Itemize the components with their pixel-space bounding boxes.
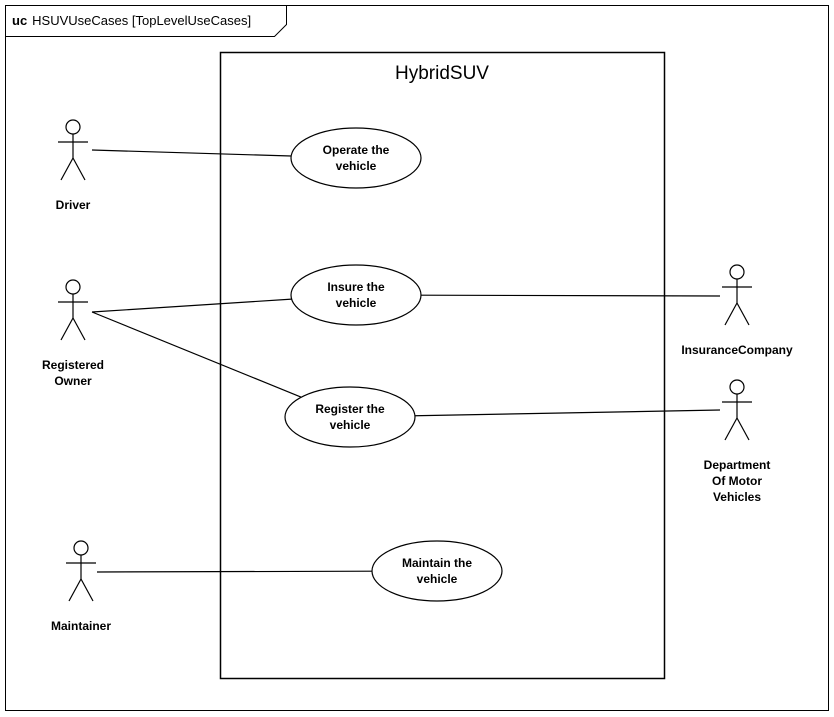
association-dmv-register bbox=[414, 409, 721, 417]
actor-stick-figure-icon bbox=[66, 540, 96, 602]
association-insurance-company-insure bbox=[420, 294, 721, 297]
actor-label: Maintainer bbox=[51, 619, 111, 633]
association-registered-owner-insure bbox=[91, 298, 292, 313]
use-case-ellipse bbox=[284, 386, 416, 448]
use-case-ellipse bbox=[290, 127, 422, 189]
use-case-label-line: vehicle bbox=[336, 296, 377, 310]
frame-header-tab bbox=[5, 5, 287, 37]
association-registered-owner-register bbox=[91, 311, 302, 398]
actor-stick-figure-icon bbox=[722, 379, 752, 441]
system-boundary bbox=[219, 51, 666, 680]
frame-kind: uc bbox=[12, 13, 27, 28]
use-case-label: Insure the vehicle bbox=[327, 280, 385, 310]
use-case-register[interactable]: Register the vehicle bbox=[284, 386, 416, 448]
actor-label-line: Vehicles bbox=[713, 490, 761, 504]
association-maintainer-maintain bbox=[96, 570, 373, 573]
system-title: HybridSUV bbox=[395, 63, 489, 84]
actor-label-line: Maintainer bbox=[51, 619, 111, 633]
use-case-operate[interactable]: Operate the vehicle bbox=[290, 127, 422, 189]
actor-insurance-company[interactable]: InsuranceCompany bbox=[681, 264, 793, 357]
association-driver-operate bbox=[91, 149, 292, 157]
actor-driver[interactable]: Driver bbox=[56, 119, 91, 212]
actor-stick-figure-icon bbox=[58, 119, 88, 181]
actor-stick-figure-icon bbox=[58, 279, 88, 341]
use-case-label-line: vehicle bbox=[330, 418, 371, 432]
use-case-label-line: Register the bbox=[315, 402, 385, 416]
actor-label-line: Registered bbox=[42, 358, 104, 372]
actor-label-line: Department bbox=[704, 458, 771, 472]
actor-maintainer[interactable]: Maintainer bbox=[51, 540, 111, 633]
actor-label-line: InsuranceCompany bbox=[681, 343, 793, 357]
actor-label-line: Driver bbox=[56, 198, 91, 212]
use-case-label-line: Maintain the bbox=[402, 556, 472, 570]
diagram-frame bbox=[5, 5, 829, 711]
use-case-label-line: Operate the bbox=[323, 143, 390, 157]
association-layer bbox=[91, 149, 721, 573]
use-case-label-line: vehicle bbox=[417, 572, 458, 586]
use-case-label: Maintain the vehicle bbox=[402, 556, 472, 586]
use-case-maintain[interactable]: Maintain the vehicle bbox=[371, 540, 503, 602]
use-case-insure[interactable]: Insure the vehicle bbox=[290, 264, 422, 326]
use-case-label: Register the vehicle bbox=[315, 402, 385, 432]
use-case-label-line: vehicle bbox=[336, 159, 377, 173]
use-case-ellipse bbox=[371, 540, 503, 602]
actor-label-line: Of Motor bbox=[712, 474, 762, 488]
use-case-label: Operate the vehicle bbox=[323, 143, 390, 173]
frame-header: uc HSUVUseCases [TopLevelUseCases] bbox=[12, 13, 251, 28]
actor-label-line: Owner bbox=[54, 374, 92, 388]
use-case-label-line: Insure the bbox=[327, 280, 385, 294]
use-case-ellipse bbox=[290, 264, 422, 326]
actor-stick-figure-icon bbox=[722, 264, 752, 326]
actor-label: Driver bbox=[56, 198, 91, 212]
actor-label: InsuranceCompany bbox=[681, 343, 793, 357]
frame-name: HSUVUseCases [TopLevelUseCases] bbox=[32, 13, 251, 28]
